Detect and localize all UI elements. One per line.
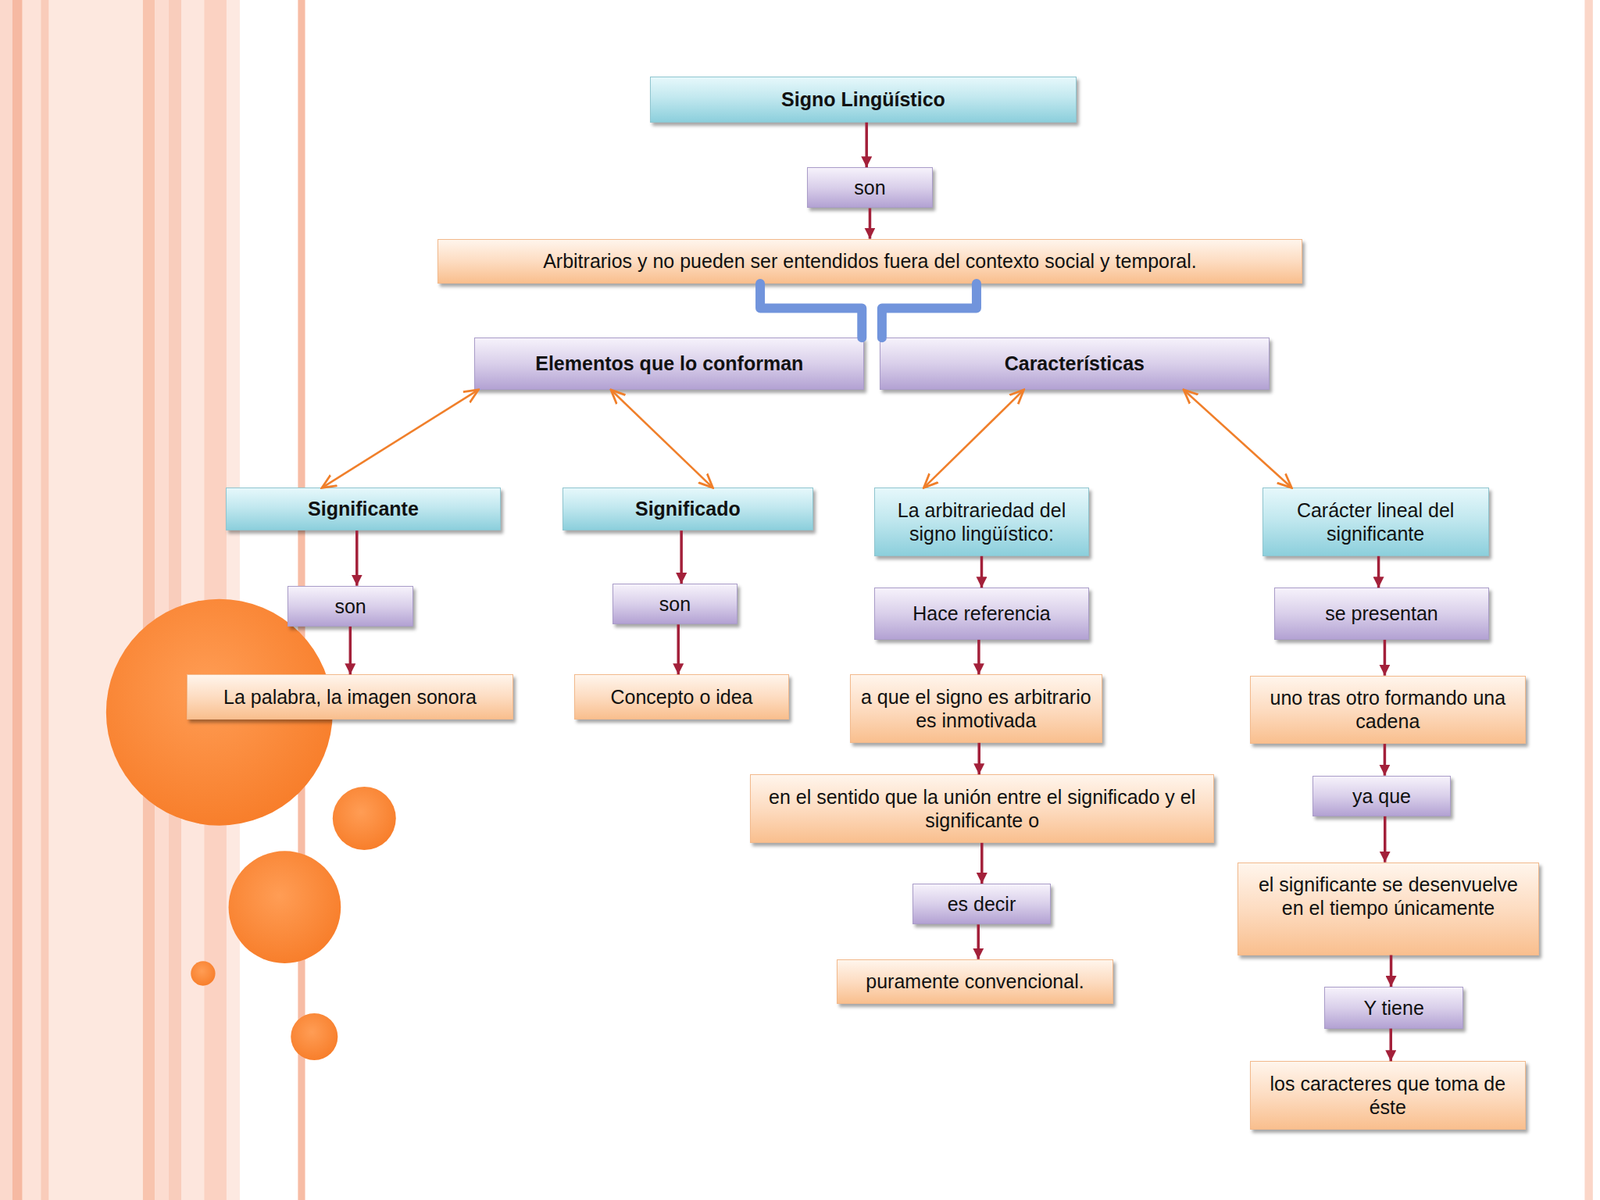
- linking-word-box: Hace referencia: [874, 587, 1089, 640]
- link-arrow: [980, 556, 984, 589]
- node-text: en el sentido que la unión entre el sign…: [758, 785, 1206, 833]
- node-text: son: [853, 175, 886, 200]
- node-text: Arbitrarios y no pueden ser entendidos f…: [542, 249, 1197, 274]
- decor-circle: [190, 960, 215, 986]
- node-text: La palabra, la imagen sonora: [223, 685, 477, 710]
- stripe: [181, 0, 204, 1200]
- bracket-connector: [760, 283, 862, 338]
- link-arrow: [1383, 743, 1387, 776]
- linking-word-box: son: [612, 583, 739, 625]
- definition-box: los caracteres que toma de éste: [1250, 1060, 1526, 1130]
- definition-box: el significante se desenvuelve en el tie…: [1237, 862, 1539, 956]
- link-arrow: [1377, 556, 1381, 589]
- double-arrow: [923, 389, 1024, 488]
- linking-word-box: son: [807, 167, 933, 208]
- node-text: Elementos que lo conforman: [535, 351, 804, 376]
- node-text: uno tras otro formando una cadena: [1258, 685, 1518, 734]
- link-arrow: [355, 530, 359, 586]
- node-text: Significado: [635, 496, 741, 522]
- node-text: son: [659, 592, 691, 617]
- link-arrow: [1383, 816, 1387, 863]
- stripe: [22, 0, 42, 1200]
- stripe: [142, 0, 156, 1200]
- node-text: Carácter lineal del significante: [1271, 498, 1481, 547]
- definition-box: puramente convencional.: [836, 959, 1114, 1004]
- link-arrow: [868, 207, 872, 239]
- link-arrow: [980, 842, 984, 884]
- decor-circle: [290, 1013, 338, 1061]
- linking-word-box: Características: [879, 337, 1270, 390]
- linking-word-box: Elementos que lo conforman: [474, 337, 865, 390]
- node-text: Y tiene: [1363, 996, 1424, 1021]
- node-text: son: [334, 594, 366, 619]
- link-arrow: [1389, 1028, 1393, 1062]
- link-arrow: [679, 530, 683, 584]
- concept-box: Significado: [562, 487, 814, 531]
- node-text: La arbitrariedad del signo lingüístico:: [882, 498, 1080, 547]
- definition-box: Concepto o idea: [574, 674, 789, 719]
- concept-box: Significante: [225, 487, 502, 531]
- link-arrow: [676, 624, 680, 675]
- stripe: [0, 0, 13, 1200]
- linking-word-box: se presentan: [1274, 587, 1489, 640]
- linking-word-box: ya que: [1312, 775, 1452, 817]
- decor-circle: [228, 850, 342, 964]
- stripe: [168, 0, 183, 1200]
- linking-word-box: Y tiene: [1324, 986, 1464, 1029]
- definition-box: en el sentido que la unión entre el sign…: [750, 774, 1215, 843]
- node-text: Concepto o idea: [610, 685, 753, 710]
- linking-word-box: son: [287, 585, 414, 627]
- double-arrow: [610, 389, 713, 488]
- link-arrow: [1383, 639, 1387, 676]
- node-text: Hace referencia: [912, 601, 1050, 626]
- stripe: [1584, 0, 1593, 1200]
- node-text: se presentan: [1325, 601, 1439, 626]
- node-text: puramente convencional.: [865, 969, 1084, 994]
- node-text: Características: [1004, 351, 1145, 376]
- definition-box: uno tras otro formando una cadena: [1250, 675, 1526, 745]
- concept-box: Carácter lineal del significante: [1262, 487, 1490, 557]
- double-arrow: [1183, 389, 1292, 488]
- stripe: [155, 0, 169, 1200]
- node-text: ya que: [1352, 784, 1411, 809]
- stripe: [40, 0, 49, 1200]
- node-text: Significante: [307, 496, 419, 522]
- double-arrow: [321, 389, 479, 488]
- link-arrow: [977, 742, 981, 775]
- definition-box: Arbitrarios y no pueden ser entendidos f…: [437, 239, 1302, 284]
- node-text: es decir: [947, 892, 1017, 917]
- link-arrow: [864, 122, 868, 168]
- node-text: los caracteres que toma de éste: [1258, 1071, 1518, 1120]
- concept-box: La arbitrariedad del signo lingüístico:: [874, 487, 1089, 557]
- definition-box: La palabra, la imagen sonora: [186, 674, 514, 719]
- node-text: a que el signo es arbitrario es inmotiva…: [858, 685, 1094, 733]
- decor-circle: [332, 786, 397, 850]
- link-arrow: [349, 626, 353, 675]
- node-text: Signo Lingüístico: [781, 87, 946, 112]
- definition-box: a que el signo es arbitrario es inmotiva…: [850, 674, 1103, 743]
- concept-box: Signo Lingüístico: [650, 76, 1077, 123]
- stripe: [12, 0, 23, 1200]
- bracket-connector: [882, 283, 977, 338]
- linking-word-box: es decir: [912, 883, 1052, 925]
- link-arrow: [977, 639, 981, 675]
- link-arrow: [976, 924, 980, 959]
- link-arrow: [1389, 955, 1393, 988]
- stripe: [49, 0, 143, 1200]
- node-text: el significante se desenvuelve en el tie…: [1246, 872, 1530, 921]
